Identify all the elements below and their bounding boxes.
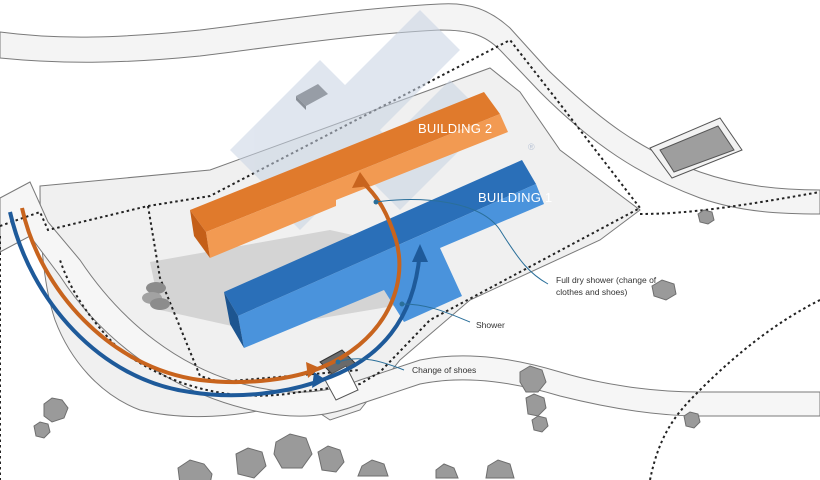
route-orange-arrowhead-top <box>352 172 370 188</box>
building-1-roof-near <box>238 184 544 348</box>
callout-full-shower <box>375 199 549 285</box>
route-blue <box>8 211 422 398</box>
building-2-roof-far <box>190 92 500 232</box>
perimeter-fence <box>0 38 642 397</box>
building-2-label: BUILDING 2 <box>418 121 492 136</box>
route-blue-arrowhead <box>312 372 326 388</box>
outer-fence-right <box>639 191 820 215</box>
full-dry-shower-label-line1: Full dry shower (change of <box>556 275 657 285</box>
shower-label: Shower <box>476 320 505 330</box>
silo-icon <box>142 282 170 310</box>
callout-change-shoes <box>337 358 405 371</box>
full-dry-shower-label-line2: clothes and shoes) <box>556 287 628 297</box>
callout-shower <box>401 303 471 323</box>
access-road-left <box>0 181 820 417</box>
outer-fence-bottom-right <box>649 299 820 480</box>
tree-cluster-icon <box>33 209 715 480</box>
road-top <box>0 3 820 215</box>
building-1-roof-far <box>224 160 536 316</box>
building-1-label: BUILDING 1 <box>478 190 552 205</box>
route-orange <box>20 180 402 385</box>
route-orange-arrowhead <box>306 362 320 378</box>
change-of-shoes-label: Change of shoes <box>412 365 476 375</box>
lagoon <box>649 117 743 179</box>
building-1: BUILDING 1 <box>224 160 552 348</box>
registered-mark: ® <box>528 142 535 152</box>
route-blue-arrowhead-top <box>412 244 428 262</box>
